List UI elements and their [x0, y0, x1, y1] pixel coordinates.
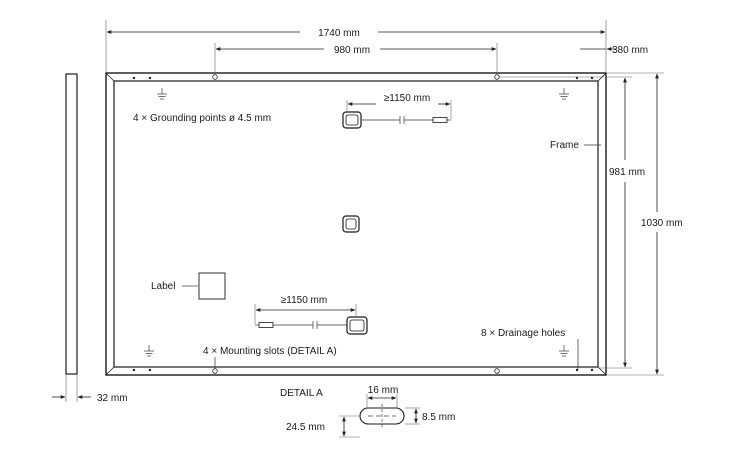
edge-offset-label: 380 mm: [612, 45, 648, 56]
junction-box-top: [342, 111, 451, 129]
ground-icon: [157, 88, 167, 100]
slot-height-label: 8.5 mm: [422, 412, 455, 423]
junction-box-bottom: [255, 316, 368, 335]
total-width-dimension: 1740 mm: [105, 20, 607, 72]
side-profile: 32 mm: [52, 73, 128, 404]
label-text: Label: [151, 281, 175, 292]
ground-icon: [559, 345, 569, 357]
label-plate: [198, 272, 226, 300]
frame-callout: Frame: [550, 140, 601, 151]
mounting-spacing-label: 980 mm: [334, 45, 370, 56]
drainage-holes-label: 8 × Drainage holes: [481, 328, 565, 339]
label-callout: Label: [151, 272, 226, 300]
mounting-spacing-dimension: 980 mm: [214, 43, 498, 75]
mounting-slot: [212, 368, 218, 374]
slot-offset-label: 24.5 mm: [286, 422, 325, 433]
cable-bottom-dimension: ≥1150 mm: [254, 295, 357, 324]
ground-icon: [144, 345, 154, 357]
drainage-holes: [132, 76, 594, 372]
edge-offset-dimension: 380 mm: [498, 45, 648, 78]
cable-bottom-label: ≥1150 mm: [281, 295, 327, 306]
detail-a: DETAIL A 16 mm 8.5 mm 24.5 mm: [280, 385, 455, 438]
frame-thickness-label: 32 mm: [97, 393, 128, 404]
total-width-label: 1740 mm: [318, 28, 360, 39]
cable-top-label: ≥1150 mm: [384, 93, 430, 104]
detail-title: DETAIL A: [280, 388, 323, 399]
frame-label: Frame: [550, 140, 579, 151]
total-height-dimension: 1030 mm: [607, 72, 683, 376]
inner-height-label: 981 mm: [609, 167, 645, 178]
inner-height-dimension: 981 mm: [598, 77, 645, 369]
ground-icon: [559, 88, 569, 100]
total-height-label: 1030 mm: [641, 218, 683, 229]
mounting-slots: [212, 74, 500, 374]
cable-top-dimension: ≥1150 mm: [346, 93, 452, 119]
mounting-slot: [212, 74, 218, 80]
mounting-slot: [494, 368, 500, 374]
grounding-points-label: 4 × Grounding points ø 4.5 mm: [133, 113, 271, 124]
slot-length-label: 16 mm: [368, 385, 399, 396]
mounting-slots-label: 4 × Mounting slots (DETAIL A): [203, 346, 337, 357]
junction-box-center: [342, 215, 360, 233]
